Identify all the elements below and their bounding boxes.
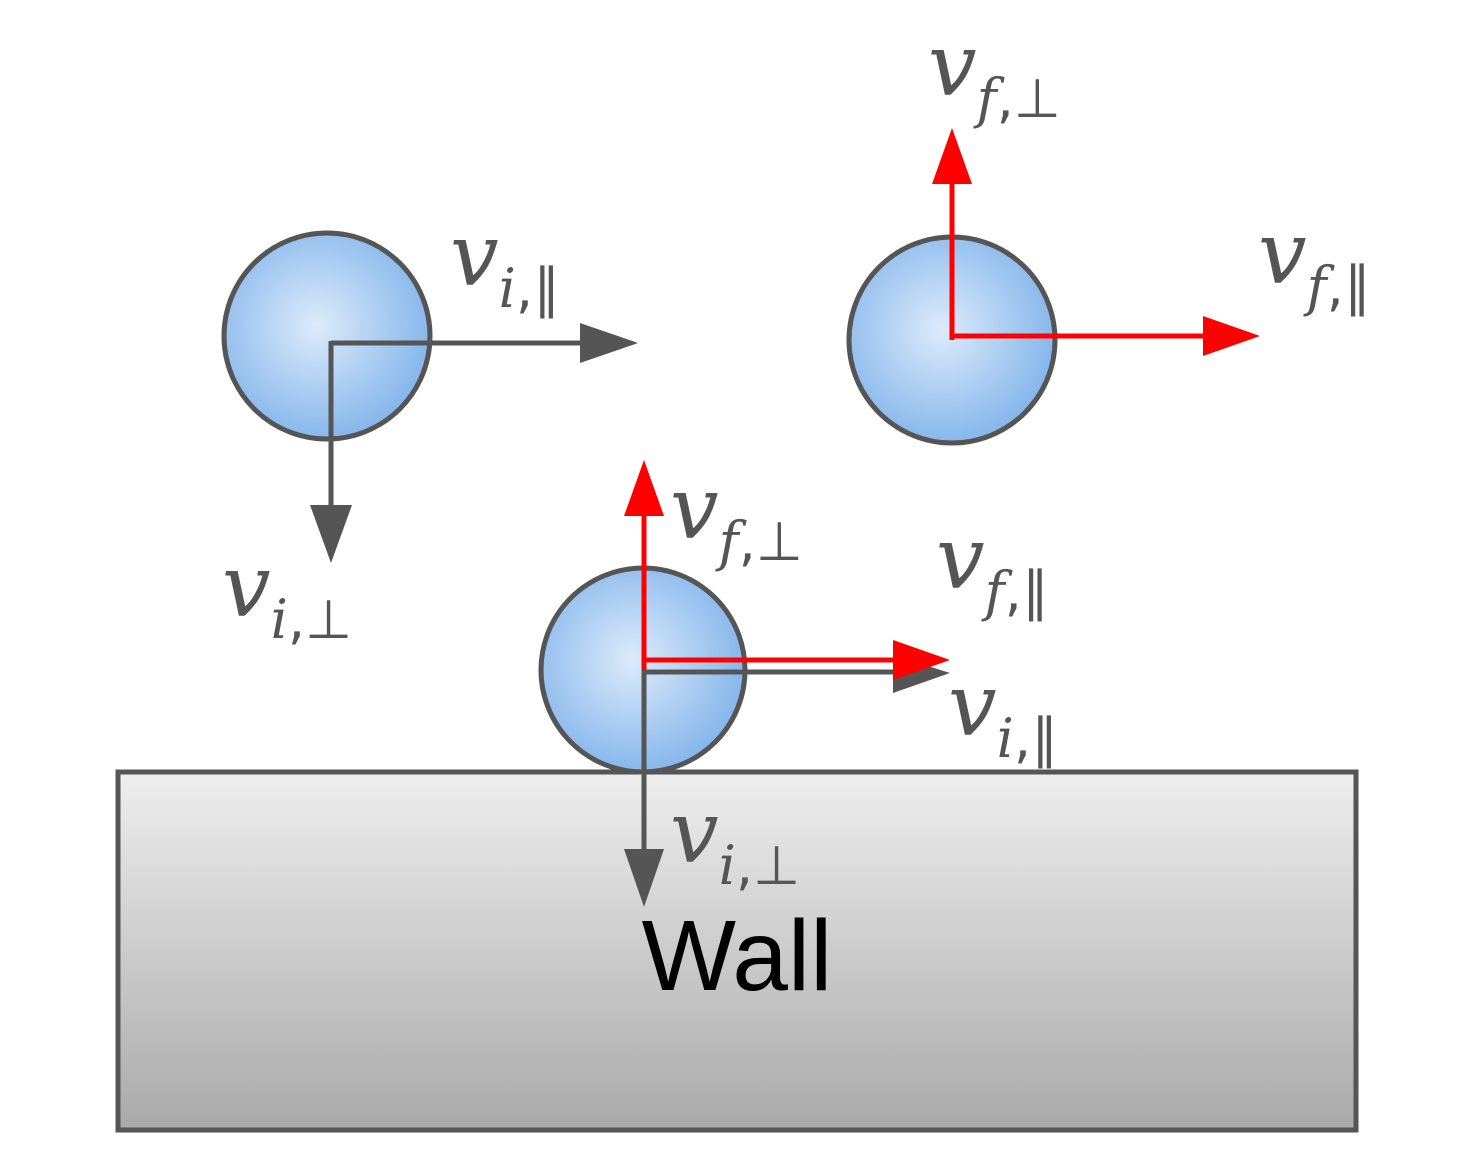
label-bottom-f-perp: vf,⊥ [670,459,803,573]
label-bottom-f-parallel: vf,∥ [936,509,1049,623]
label-bottom-i-perp: vi,⊥ [670,783,800,897]
label-top-right-parallel: vf,∥ [1258,204,1371,318]
label-top-left-parallel: vi,∥ [450,206,560,320]
arrow-final-parallel [950,316,1260,356]
label-bottom-i-parallel: vi,∥ [948,656,1058,770]
wall [115,769,1359,1133]
arrow-initial-perpendicular [310,341,352,563]
ball-initial [221,230,433,442]
wall-label: Wall [642,900,833,1012]
arrow-collision-initial-perpendicular [624,665,664,907]
arrow-collision-final-perpendicular [624,460,664,670]
arrow-final-perpendicular [932,128,972,340]
arrow-initial-parallel [331,323,638,363]
arrow-collision-final-parallel [643,640,950,680]
label-top-left-perp: vi,⊥ [222,537,352,651]
label-top-right-perp: vf,⊥ [928,16,1061,130]
